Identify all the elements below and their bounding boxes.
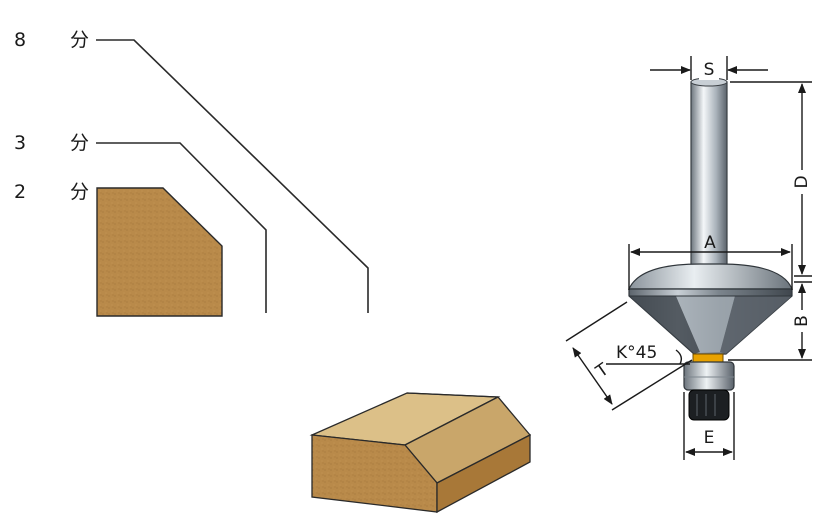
size-label-8: 8 分 [14,29,89,51]
dim-label-angle: K°45 [616,343,657,363]
dimension-labels: S D A B K°45 E T [592,58,812,448]
size-unit: 分 [70,132,89,154]
dim-label-a: A [704,233,716,253]
profile-wood-block-2 [96,187,223,317]
bit-screw [688,389,730,421]
dim-label-s: S [704,60,715,80]
dim-label-b: B [792,315,812,327]
bit-bearing [683,361,735,391]
size-number: 3 [14,132,26,154]
bit-cutter-cap [628,263,793,290]
bit-bearing-ring [692,353,724,363]
dim-label-d: D [792,175,812,188]
size-number: 2 [14,181,26,203]
profile-outline-8 [96,39,369,313]
size-unit: 分 [70,181,89,203]
chamfered-wood-block [309,392,532,514]
size-label-3: 3 分 [14,132,89,154]
size-unit: 分 [70,29,89,51]
size-number: 8 [14,29,26,51]
bit-shank [690,81,728,275]
dim-label-e: E [704,428,715,448]
wood-block-side-face [436,433,531,514]
profile-outline-3 [96,142,267,313]
size-label-2: 2 分 [14,181,89,203]
